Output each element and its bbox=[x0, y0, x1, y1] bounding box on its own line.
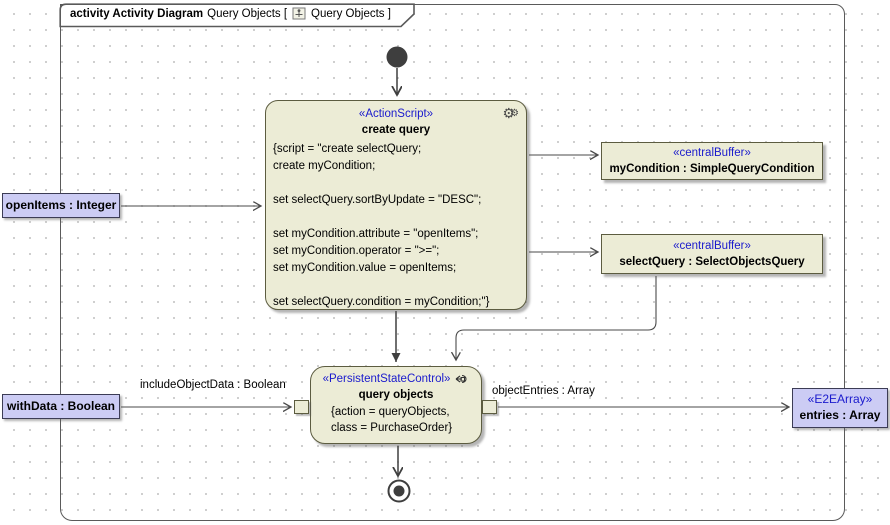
mycondition-name: myCondition : SimpleQueryCondition bbox=[609, 162, 815, 175]
activity-frame bbox=[60, 4, 845, 521]
gears-icon: ⚙⚙ bbox=[502, 105, 519, 121]
action-create-query[interactable]: ⚙⚙ «ActionScript» create query {script =… bbox=[265, 100, 527, 310]
query-objects-stereotype: «PersistentStateControl» bbox=[322, 373, 451, 385]
script-line: set selectQuery.condition = myCondition;… bbox=[273, 296, 490, 308]
script-line: set myCondition.operator = ">="; bbox=[273, 245, 440, 257]
create-query-stereotype: «ActionScript» bbox=[358, 108, 434, 120]
openitems-label: openItems : Integer bbox=[5, 198, 117, 212]
create-query-name: create query bbox=[361, 124, 431, 136]
entries-name: entries : Array bbox=[799, 408, 881, 422]
script-line: set myCondition.value = openItems; bbox=[273, 262, 457, 274]
query-objects-body: {action = queryObjects, class = Purchase… bbox=[311, 404, 481, 436]
frame-kind-label: activity Activity Diagram bbox=[70, 7, 204, 20]
action-query-objects[interactable]: «PersistentStateControl» query objects {… bbox=[310, 366, 482, 444]
param-entries-array[interactable]: «E2EArray» entries : Array bbox=[792, 388, 888, 428]
mycondition-stereotype: «centralBuffer» bbox=[673, 146, 751, 159]
body-line: class = PurchaseOrder} bbox=[331, 422, 453, 434]
query-objects-name: query objects bbox=[358, 389, 434, 401]
selectquery-name: selectQuery : SelectObjectsQuery bbox=[619, 255, 805, 268]
behavior-loop-icon bbox=[456, 374, 467, 384]
script-line bbox=[273, 277, 520, 294]
script-line: set selectQuery.sortByUpdate = "DESC"; bbox=[273, 194, 482, 206]
create-query-script: {script = "create selectQuery; create my… bbox=[266, 139, 526, 311]
script-line: {script = "create selectQuery; bbox=[273, 143, 422, 155]
param-withdata[interactable]: withData : Boolean bbox=[2, 394, 120, 419]
entries-stereotype: «E2EArray» bbox=[807, 392, 873, 406]
param-openitems[interactable]: openItems : Integer bbox=[2, 193, 120, 218]
script-line bbox=[273, 175, 520, 192]
frame-diagram-name: Query Objects [ bbox=[207, 7, 288, 20]
script-line: set myCondition.attribute = "openItems"; bbox=[273, 228, 479, 240]
central-buffer-mycondition[interactable]: «centralBuffer» myCondition : SimpleQuer… bbox=[601, 142, 823, 180]
edge-label-objectentries[interactable]: objectEntries : Array bbox=[492, 385, 595, 397]
frame-tab-title: activity Activity Diagram Query Objects … bbox=[70, 7, 391, 20]
withdata-label: withData : Boolean bbox=[6, 399, 115, 413]
edge-label-includeobjectdata[interactable]: includeObjectData : Boolean bbox=[140, 379, 286, 391]
activity-diagram-icon bbox=[292, 7, 306, 20]
output-pin-objectentries[interactable] bbox=[482, 400, 497, 414]
central-buffer-selectquery[interactable]: «centralBuffer» selectQuery : SelectObje… bbox=[601, 234, 823, 274]
body-line: {action = queryObjects, bbox=[331, 406, 450, 418]
frame-bracket-name: Query Objects ] bbox=[311, 7, 391, 20]
input-pin-includeobjectdata[interactable] bbox=[294, 400, 309, 414]
frame-tab bbox=[59, 3, 415, 28]
script-line: create myCondition; bbox=[273, 160, 376, 172]
selectquery-stereotype: «centralBuffer» bbox=[673, 239, 751, 252]
script-line bbox=[273, 209, 520, 226]
